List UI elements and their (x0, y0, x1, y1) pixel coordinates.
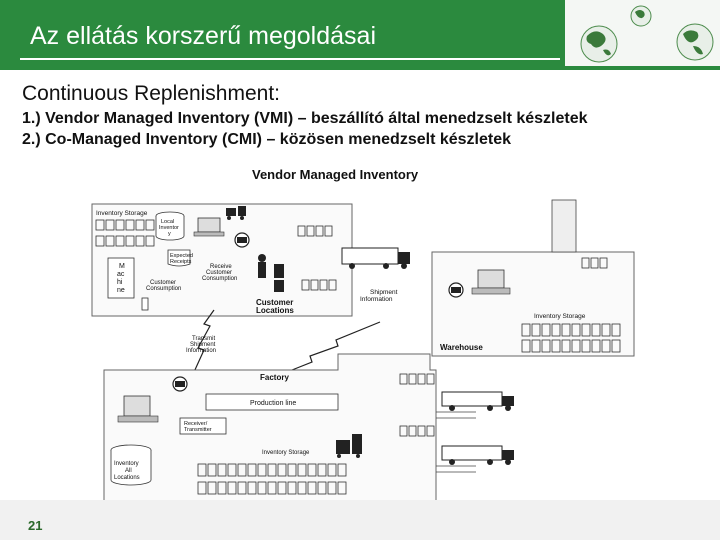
receiver-box: Receiver/ Transmitter (179, 417, 227, 435)
factory-label: Factory (260, 373, 289, 382)
globe-icon (676, 23, 714, 61)
customer-consumption-label-1: Customer (150, 280, 176, 286)
warehouse-shelves-top (581, 257, 608, 269)
receive-consumption-label-1: Receive (210, 264, 232, 270)
local-inventory-label-1: Local (161, 219, 174, 225)
machine-label-4: ne (117, 287, 125, 294)
customer-locations-label-2: Locations (256, 306, 294, 315)
customer-locations-label-1: Customer (256, 298, 293, 307)
warehouse-inventory-storage-label: Inventory Storage (534, 313, 586, 320)
factory-worker-icon (336, 434, 362, 458)
warehouse-shelves (521, 323, 621, 353)
globes-decoration (565, 0, 720, 70)
receive-consumption-label-2: Customer (206, 270, 232, 276)
section-subtitle: Continuous Replenishment: (22, 82, 280, 105)
dock-lines (436, 411, 476, 473)
factory-box: Factory Production line Receiver/ Transm… (103, 353, 437, 503)
factory-trucks (441, 391, 514, 465)
factory-phone-icon (172, 376, 188, 392)
receiver-label-2: Transmitter (184, 427, 212, 433)
customer-shelves (95, 219, 155, 247)
slide-title: Az ellátás korszerű megoldásai (30, 22, 376, 50)
bullet-cmi: 2.) Co-Managed Inventory (CMI) – közösen… (22, 131, 512, 148)
transmit-shipment-label-3: Information (186, 348, 216, 354)
diagram-title: Vendor Managed Inventory (252, 167, 419, 182)
shipment-information-label-2: Information (360, 296, 393, 303)
warehouse-box: Inventory Storage Warehouse (431, 199, 635, 357)
factory-dock-shelves (399, 373, 435, 437)
warehouse-computer-icon (471, 269, 511, 295)
inventory-all-label-3: Locations (114, 475, 140, 481)
factory-inventory-storage-label: Inventory Storage (262, 450, 310, 456)
customer-computer-icon (193, 217, 225, 237)
customer-consumption-label-2: Consumption (146, 286, 181, 292)
title-underline (20, 58, 560, 60)
customer-locations-box: Inventory Storage Local Inventor y (91, 203, 353, 317)
local-inventory-label-2: Inventor (159, 225, 179, 231)
production-line-label: Production line (250, 400, 296, 407)
customer-shelves-right (297, 225, 337, 291)
warehouse-label: Warehouse (440, 343, 483, 352)
forklift-icon (226, 206, 246, 220)
local-inventory-cylinder: Local Inventor y (155, 211, 185, 241)
local-inventory-label-3: y (168, 231, 171, 237)
page-number: 21 (28, 518, 43, 533)
receiver-label-1: Receiver/ (184, 421, 208, 427)
vmi-diagram: Vendor Managed Inventory Inventory Stora… (86, 160, 640, 506)
customer-inventory-storage-label: Inventory Storage (96, 210, 148, 217)
communication-links (193, 309, 381, 373)
slide-footer: 21 (0, 500, 720, 540)
inventory-all-label-1: Inventory (114, 461, 139, 467)
machine-label-1: M (119, 263, 125, 270)
expected-receipts-doc: Expected Receipts (167, 249, 193, 267)
delivery-truck-icon (341, 247, 410, 269)
machine-label-2: ac (117, 271, 125, 278)
phone-icon (234, 232, 250, 248)
bullet-vmi: 1.) Vendor Managed Inventory (VMI) – bes… (22, 110, 588, 127)
factory-computer-icon (117, 395, 159, 423)
expected-receipts-label-1: Expected (170, 253, 193, 259)
warehouse-tower (551, 199, 577, 253)
receive-consumption-label-3: Consumption (202, 276, 237, 282)
globe-icon (630, 5, 652, 27)
warehouse-phone-icon (448, 282, 464, 298)
title-bar: Az ellátás korszerű megoldásai (0, 0, 565, 70)
machine-label-3: hi (117, 279, 123, 286)
vmi-diagram-svg: Vendor Managed Inventory Inventory Stora… (91, 167, 635, 503)
inventory-all-label-2: All (125, 468, 132, 474)
machine-box: M ac hi ne (107, 257, 149, 311)
expected-receipts-label-2: Receipts (170, 259, 192, 265)
factory-shelves (197, 463, 347, 495)
production-line-box: Production line (205, 393, 339, 411)
worker-icon (258, 254, 284, 292)
transmit-shipment-label-1: Transmit (192, 336, 215, 342)
globe-icon (580, 25, 618, 63)
factory-inventory-cylinder: Inventory All Locations (110, 444, 152, 486)
transmit-shipment-label-2: Shipment (190, 342, 216, 348)
shipment-information-label-1: Shipment (370, 289, 398, 296)
